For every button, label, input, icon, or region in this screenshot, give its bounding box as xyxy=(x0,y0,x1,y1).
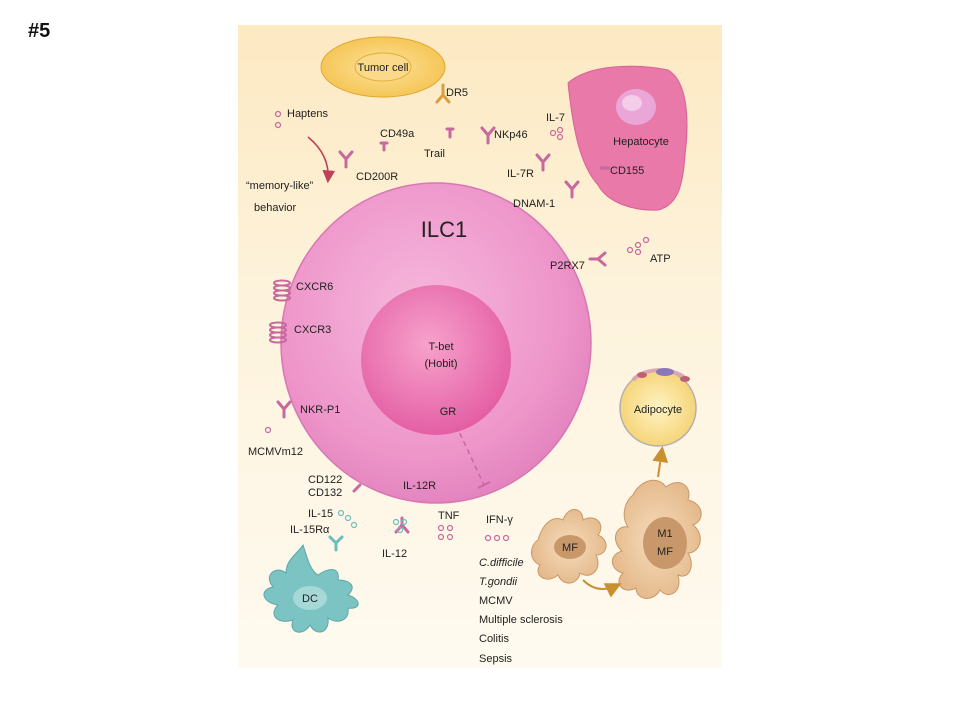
slide-number: #5 xyxy=(28,20,51,42)
haptens-label: Haptens xyxy=(287,108,328,120)
memory-like-label: “memory-like” xyxy=(246,180,314,192)
cd132-label: CD132 xyxy=(308,487,342,499)
haptens-group: Haptens “memory-like” behavior xyxy=(246,108,336,214)
il15-ligands xyxy=(337,509,358,529)
ilc1-figure: Tumor cell DR5 Hepatocyte CD155 ILC1 T-b… xyxy=(238,25,722,668)
p2rx7-label: P2RX7 xyxy=(550,260,585,272)
il15ra-label: IL-15Rα xyxy=(290,524,330,536)
ifng-label: IFN-γ xyxy=(486,514,513,526)
cd200r-label: CD200R xyxy=(356,171,398,183)
il7r-label: IL-7R xyxy=(507,168,534,180)
dr5-label: DR5 xyxy=(446,87,468,99)
il15-label: IL-15 xyxy=(308,508,333,520)
disease-list: C.difficile T.gondii MCMV Multiple scler… xyxy=(479,557,563,665)
atp-ligands xyxy=(626,236,650,256)
il15ra-receptor xyxy=(328,535,344,552)
hobit-label: (Hobit) xyxy=(424,358,457,370)
tnf-label: TNF xyxy=(438,510,460,522)
gr-inhibition-line xyxy=(455,424,485,486)
ifng-ligands xyxy=(484,534,510,542)
disease-item: C.difficile xyxy=(479,557,524,569)
cd122-label: CD122 xyxy=(308,474,342,486)
cxcr6-receptor xyxy=(273,279,291,302)
disease-item: Colitis xyxy=(479,633,509,645)
tumor-cell: Tumor cell DR5 xyxy=(320,36,468,104)
mf-label: MF xyxy=(562,542,578,554)
nkrp1-label: NKR-P1 xyxy=(300,404,340,416)
atp-label: ATP xyxy=(650,253,671,265)
cd49a-label: CD49a xyxy=(380,128,415,140)
adipocyte: Adipocyte xyxy=(619,368,697,447)
tumor-cell-label: Tumor cell xyxy=(358,62,409,74)
disease-item: Sepsis xyxy=(479,653,513,665)
dnam1-label: DNAM-1 xyxy=(513,198,555,210)
hepatocyte: Hepatocyte CD155 xyxy=(567,65,688,211)
receptors xyxy=(276,126,607,534)
macrophage: MF xyxy=(531,509,607,584)
cxcr3-receptor xyxy=(269,321,287,344)
mcmvm12-label: MCMVm12 xyxy=(248,446,303,458)
hepatocyte-label: Hepatocyte xyxy=(613,136,669,148)
mf-to-m1-arrow xyxy=(582,579,622,598)
tbet-label: T-bet xyxy=(428,341,453,353)
trail-label: Trail xyxy=(424,148,445,160)
m1-to-adipocyte-arrow xyxy=(652,446,669,478)
disease-item: MCMV xyxy=(479,595,513,607)
m1-mf-label: MF xyxy=(657,546,673,558)
gr-label: GR xyxy=(440,406,457,418)
cd155-label: CD155 xyxy=(610,165,644,177)
m1-label: M1 xyxy=(657,528,672,540)
behavior-label: behavior xyxy=(254,202,297,214)
haptens-arrow xyxy=(307,136,336,184)
il7-ligands xyxy=(549,126,564,141)
cxcr6-label: CXCR6 xyxy=(296,281,333,293)
il7-label: IL-7 xyxy=(546,112,565,124)
il12-label: IL-12 xyxy=(382,548,407,560)
disease-item: T.gondii xyxy=(479,576,518,588)
nucleus xyxy=(361,285,511,435)
m1-macrophage: M1 MF xyxy=(611,479,702,599)
adipocyte-label: Adipocyte xyxy=(634,404,682,416)
nkp46-label: NKp46 xyxy=(494,129,528,141)
disease-item: Multiple sclerosis xyxy=(479,614,563,626)
ilc1-label: ILC1 xyxy=(421,217,467,242)
dendritic-cell: DC xyxy=(263,543,359,633)
il12r-label: IL-12R xyxy=(403,480,436,492)
cxcr3-label: CXCR3 xyxy=(294,324,331,336)
tnf-ligands xyxy=(437,524,454,541)
dc-label: DC xyxy=(302,593,318,605)
il12-ligands xyxy=(392,518,408,534)
